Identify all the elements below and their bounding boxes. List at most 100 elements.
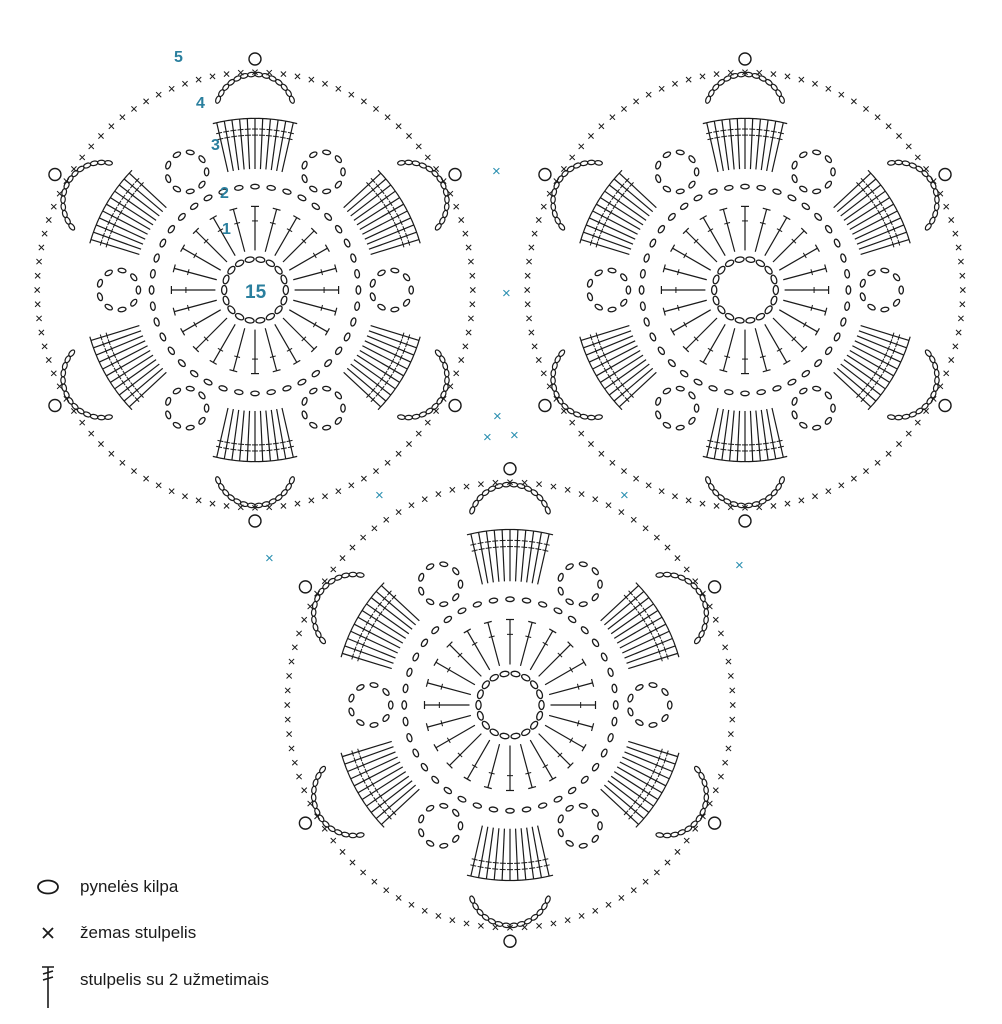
single-crochet	[618, 894, 625, 901]
stitch-bar	[115, 215, 120, 222]
picot	[738, 514, 752, 528]
stitch-post	[362, 345, 408, 370]
single-crochet	[717, 630, 724, 637]
stitch-top	[771, 119, 780, 123]
stitch-bar	[193, 321, 198, 328]
stitch-bar	[129, 183, 135, 189]
stitch-bar	[693, 336, 699, 342]
picot	[538, 167, 552, 182]
chain-stitch	[425, 563, 435, 571]
stitch-bar	[377, 601, 383, 607]
chain-stitch	[369, 278, 376, 288]
stitch-top	[904, 343, 909, 352]
chain-stitch	[340, 403, 346, 413]
row-label-2: 2	[220, 185, 229, 202]
chain-stitch	[250, 390, 260, 397]
chain-stitch	[612, 700, 619, 710]
single-crochet	[435, 912, 442, 919]
stitch-bar	[286, 228, 293, 233]
stitch-top	[814, 328, 820, 336]
stitch-top	[172, 307, 176, 316]
chain-stitch	[830, 403, 836, 413]
single-crochet	[294, 73, 301, 80]
single-crochet	[798, 76, 805, 83]
stitch-post	[259, 410, 264, 462]
stitch-top	[192, 345, 200, 353]
stitch-bar	[387, 364, 392, 371]
chain-stitch	[607, 667, 614, 678]
single-crochet	[360, 534, 367, 541]
stitch-top	[616, 169, 623, 177]
chain-stitch	[591, 808, 599, 817]
single-crochet	[440, 395, 447, 402]
stitch-bar	[641, 616, 646, 623]
stitch-bar	[600, 212, 604, 219]
stitch-post	[721, 119, 730, 171]
legend-text: pynelės kilpa	[80, 877, 179, 896]
chain-stitch	[476, 710, 484, 721]
stitch-bar	[882, 206, 887, 213]
chain-stitch	[553, 795, 563, 803]
single-crochet	[406, 133, 412, 139]
stitch-post	[487, 622, 501, 667]
chain-stitch	[756, 184, 766, 191]
single-crochet	[672, 80, 678, 87]
chain-stitch	[355, 285, 362, 295]
stitch-bar	[112, 221, 117, 228]
chain-stitch	[620, 298, 628, 307]
chain-stitch	[443, 202, 450, 212]
join-marker: ×	[265, 550, 274, 567]
chain-stitch	[643, 317, 650, 327]
stitch-top	[521, 878, 530, 881]
stitch-top	[882, 385, 889, 393]
single-crochet	[408, 502, 415, 509]
stitch-top	[662, 307, 666, 316]
stitch-bar	[633, 595, 638, 602]
single-crochet	[564, 486, 571, 493]
chain-stitch	[578, 842, 588, 849]
stitch-bar	[399, 219, 403, 226]
stitch-post	[264, 209, 278, 252]
stitch-bar	[118, 209, 123, 216]
chain-stitch	[662, 387, 672, 395]
stitch-bar	[642, 607, 647, 613]
stitch-post	[270, 119, 279, 171]
chain-stitch	[553, 607, 563, 615]
stitch-bar	[224, 441, 231, 444]
stitch-post	[353, 359, 396, 390]
stitch-bar	[457, 652, 463, 658]
chain-stitch	[457, 579, 464, 589]
stitch-top	[209, 359, 217, 365]
chain-stitch	[756, 389, 766, 396]
stitch-bar	[405, 341, 409, 348]
picot	[538, 398, 552, 413]
single-crochet	[449, 486, 456, 493]
stitch-post	[347, 751, 396, 773]
stitch-top	[719, 369, 728, 373]
stitch-top	[417, 235, 421, 244]
stitch-bar	[356, 764, 360, 771]
chain-stitch	[172, 185, 182, 193]
single-crochet	[531, 343, 538, 350]
stitch-top	[528, 620, 537, 625]
stitch-post	[346, 367, 387, 402]
single-crochet	[433, 166, 440, 172]
chain-stitch	[717, 265, 726, 275]
single-crochet	[905, 430, 912, 437]
chain-stitch	[322, 385, 332, 392]
chain-stitch	[172, 421, 182, 429]
stitch-bar	[265, 443, 272, 446]
stitch-bar	[351, 750, 355, 757]
stitch-post	[288, 309, 328, 333]
stitch-bar	[860, 187, 866, 193]
stitch-post	[846, 354, 890, 383]
stitch-top	[373, 815, 380, 822]
picot	[503, 462, 517, 476]
stitch-top	[779, 455, 788, 459]
stitch-bar	[693, 238, 699, 244]
single-crochet	[415, 430, 422, 437]
stitch-bar	[217, 137, 224, 141]
stitch-bar	[101, 341, 105, 348]
single-crochet	[301, 787, 308, 794]
chain-stitch	[203, 167, 210, 177]
